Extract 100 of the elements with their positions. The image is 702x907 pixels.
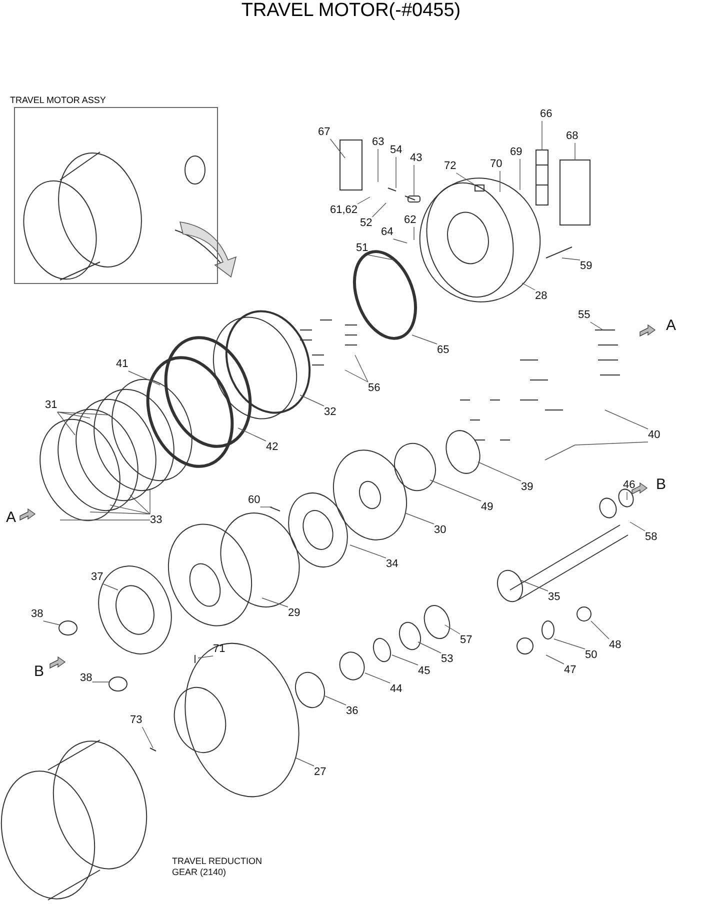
callout-number: 51: [356, 242, 368, 255]
leader-line: [262, 598, 288, 608]
callout-number: 44: [390, 683, 402, 696]
callout-number: 40: [648, 429, 660, 442]
leader-line: [238, 428, 266, 442]
view-letter: A: [666, 318, 676, 334]
callout-number: 54: [390, 144, 402, 157]
callout-number: 58: [645, 531, 658, 544]
callout-number: 38: [31, 608, 44, 621]
callout-number: 49: [481, 501, 494, 514]
part-note: TRAVEL REDUCTION GEAR (2140): [172, 856, 264, 878]
leader-line: [626, 492, 628, 500]
leader-line: [296, 758, 314, 766]
leader-line: [42, 620, 60, 626]
ball-drawing: [576, 606, 592, 622]
leader-line: [392, 238, 408, 244]
callout-number: 27: [314, 766, 326, 779]
leader-line: [630, 522, 646, 532]
leader-line: [260, 506, 272, 508]
leader-line: [590, 620, 610, 640]
leader-line: [350, 544, 386, 558]
callout-number: 42: [266, 441, 278, 454]
callout-number: 73: [130, 714, 142, 727]
callout-number: 63: [372, 136, 384, 149]
leader-line: [404, 512, 434, 524]
callout-number: 71: [213, 643, 226, 656]
leader-line: [478, 462, 522, 482]
callout-number: 41: [116, 358, 128, 371]
leader-line: [520, 580, 548, 592]
inset-heading: TRAVEL MOTOR ASSY: [10, 95, 106, 106]
leader-line: [522, 282, 536, 290]
diagram-title: TRAVEL MOTOR(-#0455): [240, 0, 462, 22]
leader-line: [544, 410, 648, 460]
callout-number: 31: [45, 399, 58, 412]
valve-cartridge-drawing: [536, 150, 548, 206]
view-letter: A: [6, 510, 16, 526]
callout-number: 62: [404, 214, 416, 227]
callout-number: 67: [318, 126, 330, 139]
callout-number: 35: [548, 591, 560, 604]
leader-line: [56, 412, 110, 436]
pin-drawing: [408, 196, 420, 202]
leader-line: [430, 480, 482, 502]
callout-number: 69: [510, 146, 522, 159]
leader-line: [444, 624, 460, 634]
o-ring-drawing: [542, 620, 554, 640]
leader-line: [300, 394, 324, 406]
leader-line: [546, 654, 564, 664]
leader-line: [102, 584, 118, 590]
leader-line: [368, 254, 394, 260]
leader-line: [60, 490, 150, 520]
callout-number: 33: [150, 514, 162, 527]
leader-line: [198, 656, 214, 658]
leader-line: [364, 672, 390, 684]
plug-drawing: [474, 184, 484, 192]
view-letter: B: [656, 477, 666, 493]
leader-line: [392, 654, 418, 666]
callout-number: 53: [441, 653, 454, 666]
callout-number: 37: [91, 571, 104, 584]
callout-number: 52: [360, 217, 372, 230]
leader-line: [412, 334, 438, 344]
callout-number: 47: [564, 664, 576, 677]
leader-line: [324, 696, 346, 706]
callout-number: 43: [410, 152, 422, 165]
callout-number: 61,62: [330, 204, 358, 217]
callout-number: 39: [521, 481, 534, 494]
callout-number: 46: [623, 479, 636, 492]
leader-line: [574, 142, 576, 160]
callout-number: 59: [580, 260, 592, 273]
leader-line: [372, 202, 386, 218]
callout-number: 72: [444, 160, 456, 173]
callout-number: 68: [566, 130, 578, 143]
callout-number: 50: [585, 649, 598, 662]
leader-line: [456, 172, 476, 186]
leader-line: [128, 370, 160, 386]
leader-line: [142, 726, 154, 748]
leader-line: [357, 196, 370, 204]
callout-number: 29: [288, 607, 300, 620]
callout-number: 66: [540, 108, 552, 121]
leader-line: [344, 354, 368, 382]
callout-number: 38: [80, 672, 92, 685]
leader-line: [418, 642, 442, 654]
callout-number: 60: [248, 494, 260, 507]
view-letter: B: [34, 664, 44, 680]
leader-line: [590, 322, 604, 330]
callout-number: 70: [490, 158, 502, 171]
callout-number: 45: [418, 665, 430, 678]
callout-number: 57: [460, 634, 472, 647]
callout-number: 65: [437, 344, 450, 357]
callout-number: 28: [535, 290, 548, 303]
callout-number: 55: [578, 309, 590, 322]
callout-number: 36: [346, 705, 358, 718]
callout-number: 56: [368, 382, 380, 395]
leader-line: [554, 638, 586, 650]
callout-number: 48: [609, 639, 622, 652]
callout-number: 30: [434, 524, 446, 537]
callout-number: 64: [381, 226, 394, 239]
leader-line: [330, 138, 346, 158]
callout-number: 34: [386, 558, 398, 571]
leader-line: [562, 258, 580, 260]
callout-number: 32: [324, 406, 336, 419]
